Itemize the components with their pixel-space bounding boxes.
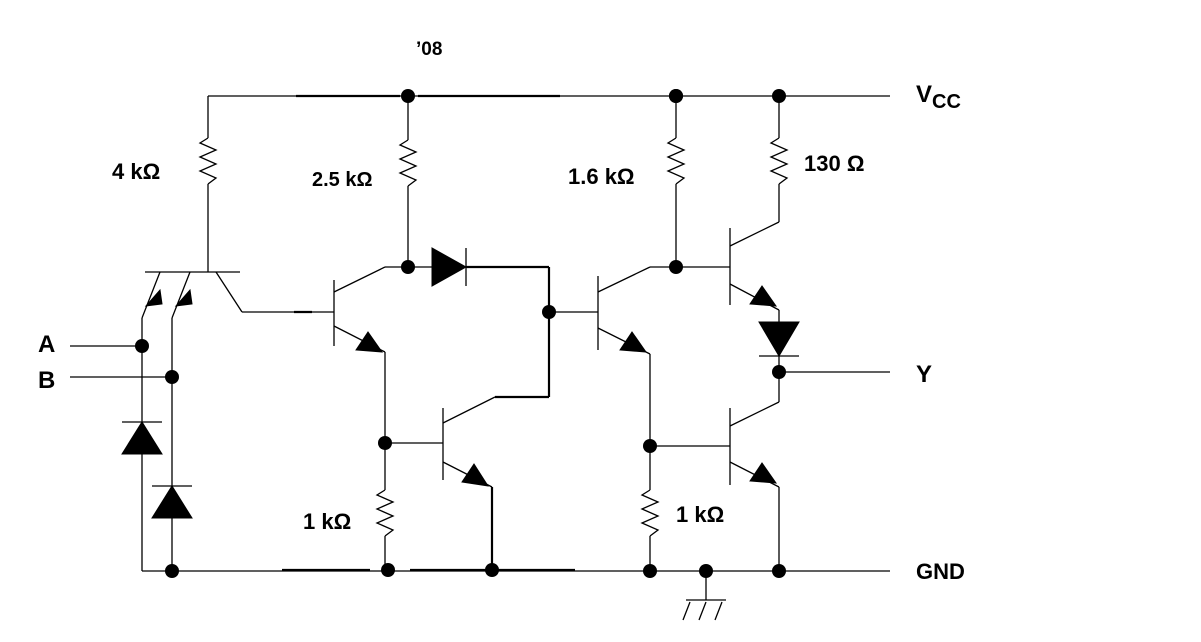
node-q2-collector (401, 260, 415, 274)
q1-emitter-b (171, 271, 191, 319)
diagram-title: ’08 (416, 39, 442, 60)
resistor-r1 (198, 137, 218, 185)
output-diode (758, 321, 800, 357)
r1-label: 4 kΩ (112, 159, 160, 184)
resistor-r5 (375, 489, 395, 537)
q1-collector (215, 271, 243, 313)
q3-emitter-arrow (461, 463, 490, 487)
q6-collector (729, 401, 780, 427)
q6-emitter-arrow (749, 462, 778, 484)
q2-collector (333, 266, 386, 293)
resistor-r6 (640, 489, 660, 537)
emitter-b-arrow (174, 288, 193, 307)
clamp-diode-b (151, 485, 193, 519)
resistor-r3 (666, 137, 686, 185)
emitter-a-arrow (144, 288, 163, 307)
q2-emitter-arrow (355, 331, 384, 353)
q5-emitter-arrow (749, 285, 778, 307)
r4-label: 130 Ω (804, 151, 864, 176)
vcc-label-sub: CC (932, 91, 961, 113)
q5-collector (729, 221, 780, 247)
node-gnd-q3 (485, 563, 499, 577)
node-a (135, 339, 149, 353)
r2-label: 2.5 kΩ (312, 169, 373, 191)
r5-label: 1 kΩ (303, 509, 351, 534)
node-gnd-b (165, 564, 179, 578)
clamp-diode-a (121, 421, 163, 455)
q4-emitter-arrow (619, 331, 648, 353)
ground-symbol-icon (682, 571, 726, 621)
q1-emitter-a (141, 271, 161, 319)
node-vcc-r2 (401, 89, 415, 103)
vcc-label: VCC (916, 81, 961, 113)
series-diode (431, 247, 468, 287)
r3-label: 1.6 kΩ (568, 164, 635, 189)
node-b (165, 370, 179, 384)
node-gnd-r6 (643, 564, 657, 578)
vcc-label-main: V (916, 81, 932, 108)
q3-collector (442, 396, 496, 424)
r6-label: 1 kΩ (676, 502, 724, 527)
input-b-label: B (38, 367, 55, 394)
node-vcc-r4 (772, 89, 786, 103)
q4-collector (597, 266, 651, 293)
resistor-r2 (398, 139, 418, 187)
gnd-label: GND (916, 559, 965, 584)
node-gnd-q6 (772, 564, 786, 578)
output-y-label: Y (916, 361, 932, 388)
node-gnd-r5 (381, 563, 395, 577)
resistor-r4 (769, 137, 789, 185)
node-vcc-right (669, 89, 683, 103)
input-a-label: A (38, 331, 55, 358)
